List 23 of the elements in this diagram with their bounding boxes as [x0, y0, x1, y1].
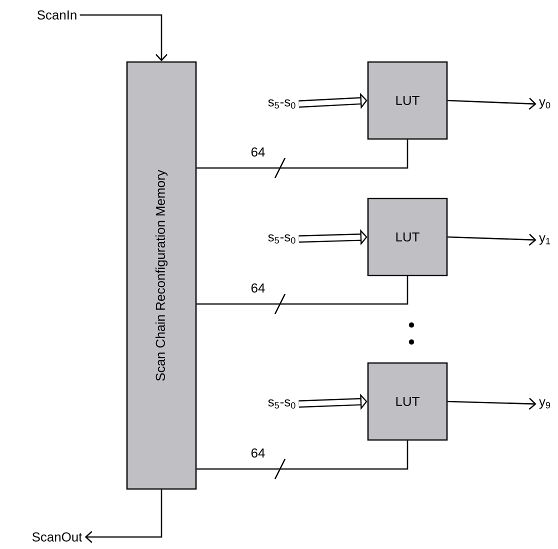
signal-label: ScanIn: [37, 10, 76, 20]
bus-line: [196, 140, 408, 169]
signal-label: y$_{1}$: [539, 235, 550, 245]
signal-label: s$_{5}$-s$_{0}$: [268, 399, 296, 409]
edge-label: 64: [251, 147, 265, 157]
connector: [448, 234, 536, 246]
connector: [448, 398, 536, 410]
lut-box: LUT: [367, 362, 448, 441]
signal-label: y$_{0}$: [539, 99, 550, 109]
lut-box: LUT: [367, 61, 448, 140]
connector: [80, 14, 168, 62]
edge-label: 64: [251, 283, 265, 293]
signal-label: ScanOut: [32, 532, 82, 542]
bus-line: [196, 276, 408, 305]
connector: [448, 98, 536, 110]
lut-box: LUT: [367, 198, 448, 276]
bus-line: [196, 440, 408, 470]
signal-label: s$_{5}$-s$_{0}$: [268, 234, 296, 244]
signal-label: s$_{5}$-s$_{0}$: [268, 99, 296, 109]
edge-label: 64: [251, 448, 265, 458]
signal-label: y$_{9}$: [539, 399, 550, 409]
connector: [84, 490, 162, 543]
memory-block: Scan Chain Reconfiguration Memory: [126, 61, 197, 490]
